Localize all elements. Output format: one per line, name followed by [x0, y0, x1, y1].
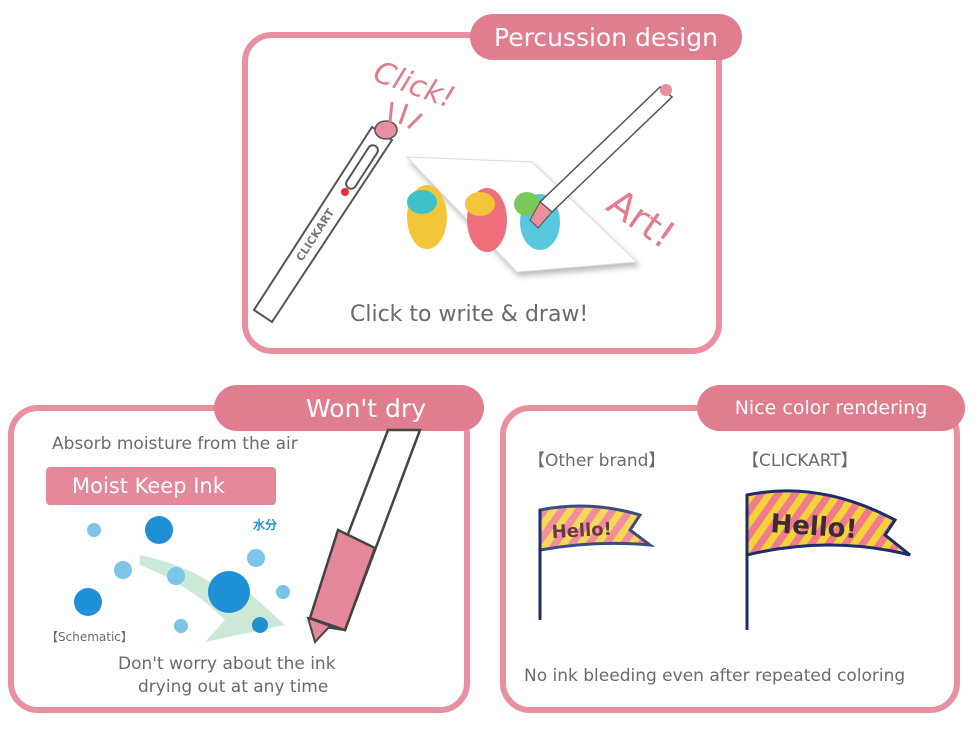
- color-panel: [500, 405, 960, 713]
- other-brand-label: 【Other brand】: [528, 451, 666, 471]
- color-caption: No ink bleeding even after repeated colo…: [524, 666, 906, 686]
- clickart-flag: Hello!: [745, 489, 911, 630]
- moisture-schematic: [74, 428, 422, 644]
- birds-illustration: [407, 185, 560, 252]
- wont-dry-caption-line1: Don't worry about the ink: [118, 654, 336, 674]
- wont-dry-caption-line2: drying out at any time: [138, 677, 329, 697]
- wont-dry-title: Won't dry: [214, 385, 484, 431]
- other-brand-flag: Hello!: [538, 504, 656, 620]
- schematic-label: 【Schematic】: [46, 630, 133, 644]
- pen-right-illustration: [529, 84, 674, 229]
- moist-keep-ink-badge: Moist Keep Ink: [46, 467, 276, 505]
- percussion-title: Percussion design: [470, 14, 742, 60]
- color-title: Nice color rendering: [697, 385, 965, 431]
- absorb-subtitle: Absorb moisture from the air: [52, 434, 298, 454]
- svg-text:Hello!: Hello!: [551, 519, 612, 543]
- pen-left-illustration: CLICKART: [252, 120, 398, 324]
- percussion-caption: Click to write & draw!: [350, 302, 589, 327]
- percussion-illustration: CLICKART Click! Art!: [252, 54, 683, 324]
- moisture-label: 水分: [253, 518, 278, 532]
- flags-illustration: Hello! Hello!: [538, 489, 911, 630]
- clickart-label: 【CLICKART】: [742, 451, 858, 471]
- svg-text:Hello!: Hello!: [770, 509, 859, 545]
- click-lettering: Click!: [369, 54, 459, 115]
